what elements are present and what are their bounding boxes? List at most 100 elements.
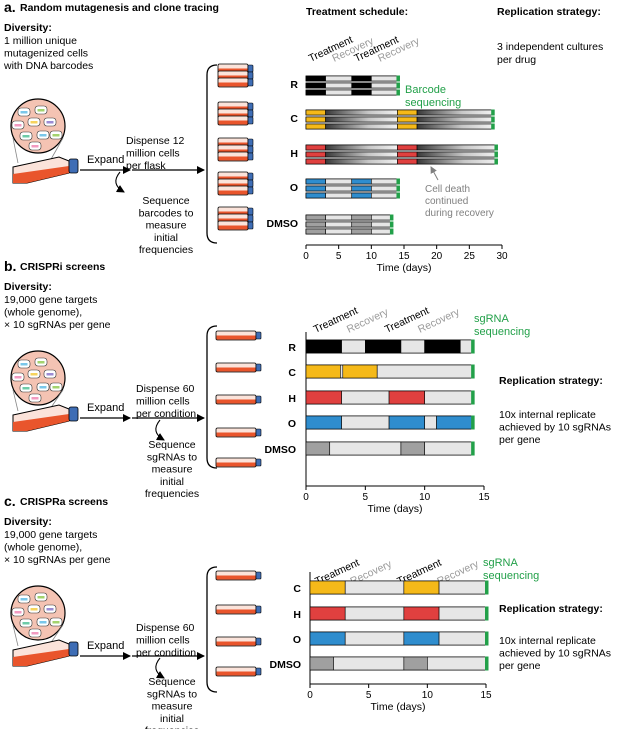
x-tick-label: 15 (478, 492, 490, 503)
condition-label: R (288, 342, 296, 354)
recovery-segment (341, 390, 390, 405)
flask-cap (68, 641, 79, 657)
recovery-segment (424, 390, 473, 405)
flask-cap (247, 186, 254, 195)
dispense-label: million cells (126, 148, 180, 160)
barcode-icon (20, 111, 28, 114)
panel-title: CRISPRa screens (20, 496, 108, 508)
sequencing-marker (494, 158, 498, 165)
sequence-label: initial (154, 232, 178, 244)
sequence-label: Sequence (142, 195, 189, 207)
treatment-segment (305, 390, 342, 405)
barcode-icon (30, 373, 38, 376)
barcode-icon (30, 121, 38, 124)
recovery-segment (325, 151, 398, 158)
diversity-text: 1 million unique (4, 35, 77, 47)
x-tick-label: 0 (303, 251, 309, 262)
sequence-label: Sequence (148, 676, 195, 688)
note-arrow (430, 166, 439, 181)
sequencing-label: sequencing (474, 326, 530, 338)
sequence-label: Sequence (148, 439, 195, 451)
note-text: continued (425, 196, 468, 207)
sequence-label: frequencies (145, 725, 199, 729)
treatment-segment (305, 82, 326, 89)
condition-label: H (293, 609, 301, 621)
zoom-line (49, 137, 64, 162)
recovery-segment (376, 364, 473, 379)
panel-letter: c. (4, 493, 16, 509)
flask-media (218, 106, 248, 111)
recovery-segment (325, 214, 353, 221)
treatment-segment (403, 580, 440, 595)
note-text: during recovery (425, 208, 494, 219)
recovery-segment (371, 221, 392, 228)
diversity-text: 19,000 gene targets (4, 529, 97, 541)
flask-media (218, 113, 248, 118)
treatment-segment (305, 151, 326, 158)
barcode-icon (37, 109, 45, 112)
recovery-segment (371, 178, 398, 185)
barcode-icon (31, 632, 39, 635)
recovery-segment (371, 75, 398, 82)
treatment-segment (351, 82, 372, 89)
dispense-label: per condition (136, 647, 196, 659)
sequence-arrow (115, 171, 125, 193)
recovery-segment (371, 214, 392, 221)
sequencing-marker (471, 390, 475, 405)
flask-cap (255, 363, 262, 372)
condition-label: DMSO (270, 659, 302, 671)
sequencing-marker (389, 228, 394, 235)
panel-title: CRISPRi screens (20, 261, 105, 273)
flask-media (216, 399, 256, 404)
recovery-segment (325, 228, 353, 235)
sequencing-marker (389, 221, 394, 228)
flask-cap (255, 395, 262, 404)
recovery-segment (344, 631, 405, 646)
treatment-segment (305, 75, 326, 82)
flask-cap (255, 331, 262, 340)
sequencing-marker (485, 656, 489, 671)
flask-media (218, 149, 248, 154)
panel-letter: b. (4, 258, 16, 274)
replication-heading: Replication strategy: (499, 603, 603, 615)
flask-cap (247, 78, 254, 87)
small-flask-icon (217, 77, 254, 88)
replication-text: per gene (499, 660, 541, 672)
treatment-segment (305, 109, 326, 116)
treatment-segment (351, 185, 372, 192)
sequence-arrow (155, 419, 165, 441)
treatment-segment (351, 178, 372, 185)
dispense-label: million cells (136, 635, 190, 647)
barcode-icon (39, 621, 47, 624)
small-flask-icon (215, 362, 262, 373)
flask-cap (255, 458, 262, 467)
recovery-segment (459, 339, 473, 354)
small-flask-icon (217, 151, 254, 162)
x-axis-label: Time (days) (376, 262, 431, 274)
flask-media (216, 671, 256, 676)
treatment-segment (309, 580, 346, 595)
treatment-segment (305, 116, 326, 123)
dispense-label: million cells (136, 396, 190, 408)
recovery-segment (341, 339, 366, 354)
treatment-segment (305, 441, 331, 456)
recovery-segment (371, 185, 398, 192)
flask-cap (68, 406, 79, 422)
x-tick-label: 10 (419, 492, 431, 503)
replication-text: per drug (497, 54, 536, 66)
recovery-segment (424, 441, 473, 456)
x-tick-label: 30 (496, 251, 508, 262)
sequencing-marker (494, 151, 498, 158)
sequencing-marker (485, 606, 489, 621)
recovery-segment (333, 656, 405, 671)
flask-cap (247, 214, 254, 223)
recovery-segment (416, 144, 496, 151)
recovery-segment (427, 656, 487, 671)
diversity-text: (whole genome), (4, 307, 82, 319)
expand-label: Expand (87, 402, 124, 414)
x-tick-label: 25 (464, 251, 476, 262)
recovery-segment (416, 151, 496, 158)
condition-label: C (293, 583, 301, 595)
treatment-segment (351, 214, 372, 221)
sequencing-label: sgRNA (474, 313, 510, 325)
